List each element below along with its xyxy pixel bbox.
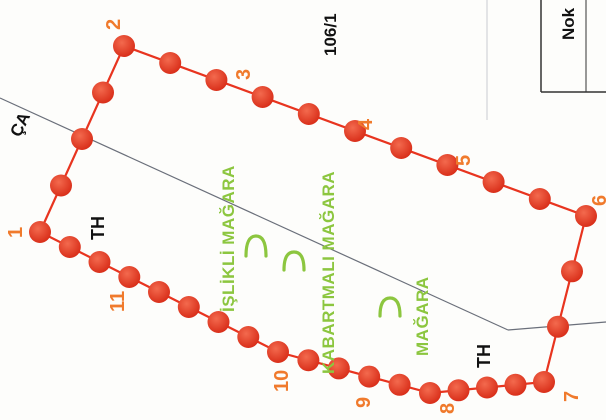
boundary-marker	[476, 376, 498, 399]
boundary-marker	[528, 188, 551, 210]
boundary-markers	[29, 35, 597, 404]
boundary-marker	[419, 382, 441, 404]
boundary-marker	[267, 341, 289, 363]
area-label-th-left: TH	[88, 216, 108, 240]
boundary-marker	[390, 137, 413, 159]
point-label-8: 8	[437, 403, 459, 414]
point-label-4: 4	[355, 118, 377, 130]
boundary-marker	[561, 260, 583, 283]
cave-arch-icon	[282, 250, 306, 272]
boundary-marker	[344, 120, 366, 142]
boundary-marker	[29, 221, 51, 243]
boundary-marker	[533, 371, 555, 393]
boundary-marker	[358, 365, 381, 388]
area-label-th-bottom: TH	[474, 344, 494, 368]
boundary-marker	[88, 251, 111, 273]
boundary-marker	[237, 326, 260, 348]
site-boundary	[38, 44, 588, 395]
boundary-marker	[92, 81, 114, 104]
cave-label-magara: MAĞARA	[413, 277, 432, 357]
cave-arch-icon	[378, 296, 402, 318]
boundary-marker	[177, 296, 200, 318]
cave-label-kabartmali: KABARTMALI MAĞARA	[319, 171, 338, 374]
boundary-marker	[207, 311, 230, 333]
point-label-3: 3	[233, 69, 255, 80]
boundary-marker	[482, 171, 505, 193]
boundary-marker	[205, 69, 228, 91]
point-label-11: 11	[107, 291, 129, 312]
parcel-number-label: 106/1	[321, 13, 340, 56]
boundary-marker	[118, 266, 141, 288]
boundary-marker	[58, 236, 81, 258]
point-label-10: 10	[271, 370, 293, 392]
point-label-9: 9	[353, 397, 375, 408]
boundary-marker	[159, 52, 182, 74]
boundary-marker	[297, 103, 320, 125]
cave-label-islikli: İŞLİKLİ MAĞARA	[219, 165, 238, 312]
boundary-marker	[547, 315, 569, 338]
boundary-marker	[148, 281, 170, 303]
boundary-marker	[447, 379, 470, 402]
boundary-marker	[575, 205, 597, 227]
point-label-2: 2	[103, 19, 125, 30]
boundary-marker	[71, 128, 93, 150]
cave-arch-icon	[244, 234, 268, 258]
point-label-1: 1	[5, 227, 27, 238]
boundary-marker	[327, 357, 350, 380]
boundary-marker	[50, 174, 72, 197]
boundary-marker	[113, 35, 135, 57]
boundary-marker	[388, 373, 411, 396]
boundary-marker	[504, 373, 527, 396]
boundary-marker	[251, 86, 274, 108]
table-header-label: Nok	[559, 7, 578, 40]
point-label-5: 5	[453, 155, 475, 166]
road-label: ÇA	[6, 109, 34, 139]
point-label-7: 7	[561, 391, 583, 402]
point-label-6: 6	[589, 195, 606, 206]
boundary-marker	[436, 154, 459, 176]
boundary-marker	[297, 349, 320, 372]
